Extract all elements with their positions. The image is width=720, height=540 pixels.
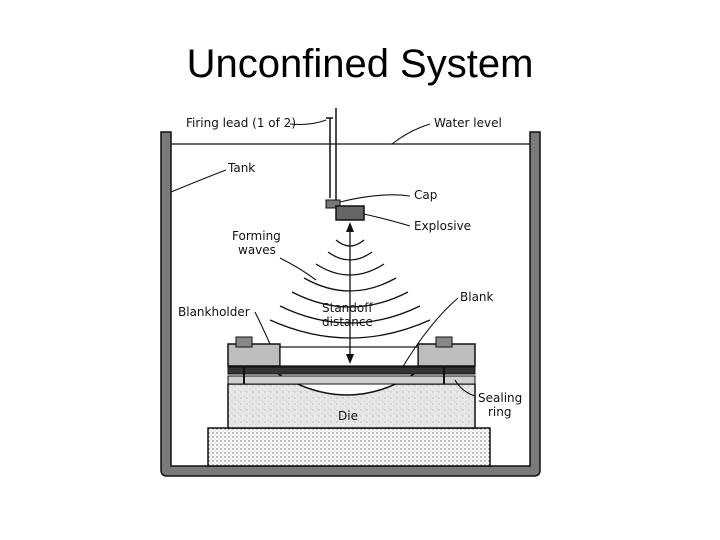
explosive-charge bbox=[335, 205, 365, 221]
sealing-ring bbox=[227, 375, 476, 385]
label-die: Die bbox=[338, 409, 358, 423]
label-blank: Blank bbox=[460, 290, 494, 304]
forming-waves bbox=[269, 239, 431, 339]
tank-wall bbox=[160, 131, 541, 477]
label-firing-lead: Firing lead (1 of 2) bbox=[186, 116, 296, 130]
bolt-right bbox=[435, 336, 453, 348]
label-tank: Tank bbox=[227, 161, 255, 175]
label-ring: ring bbox=[488, 405, 512, 419]
leader-water-level bbox=[391, 123, 431, 145]
label-water-level: Water level bbox=[434, 116, 502, 130]
label-standoff: Standoff bbox=[322, 301, 373, 315]
label-cap: Cap bbox=[414, 188, 437, 202]
base-plate bbox=[207, 427, 491, 467]
leader-forming-waves bbox=[279, 257, 317, 281]
slide-title: Unconfined System bbox=[186, 42, 534, 86]
bolt-left bbox=[235, 336, 253, 348]
leader-sealing-ring bbox=[454, 379, 476, 397]
leader-blankholder bbox=[254, 311, 271, 345]
firing-lead-wire bbox=[329, 108, 337, 202]
leader-blank bbox=[401, 297, 459, 369]
label-distance: distance bbox=[322, 315, 373, 329]
blank-sheet bbox=[227, 366, 476, 375]
label-sealing: Sealing bbox=[478, 391, 522, 405]
label-blankholder: Blankholder bbox=[178, 305, 250, 319]
leader-cap bbox=[339, 194, 411, 203]
cap bbox=[325, 199, 341, 209]
label-waves: waves bbox=[238, 243, 276, 257]
leader-explosive bbox=[363, 213, 411, 227]
leader-firing-lead bbox=[289, 119, 327, 126]
label-forming: Forming bbox=[232, 229, 281, 243]
leader-tank bbox=[170, 169, 227, 193]
label-explosive: Explosive bbox=[414, 219, 471, 233]
